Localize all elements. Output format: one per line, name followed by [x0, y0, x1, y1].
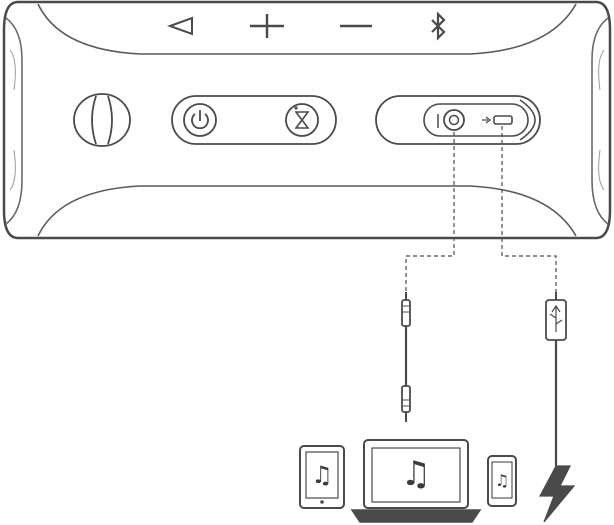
- micro-usb-port-icon[interactable]: [482, 116, 512, 124]
- laptop-music-note: ♫: [401, 454, 431, 494]
- laptop-music-icon: ♫: [352, 440, 480, 522]
- hourglass-connect-icon[interactable]: [286, 104, 318, 136]
- speaker-grip-icon: [74, 94, 130, 146]
- tablet-music-note: ♫: [311, 461, 333, 489]
- 3-5mm-aux-cable-icon: [402, 292, 410, 422]
- phone-music-icon: ♫: [488, 456, 516, 506]
- usb-cable-icon: [546, 292, 566, 466]
- port-panel: [376, 96, 540, 144]
- tablet-music-icon: ♫: [300, 446, 344, 508]
- power-lightning-icon: [540, 466, 574, 522]
- phone-music-note: ♫: [495, 471, 509, 490]
- power-icon[interactable]: [184, 104, 216, 136]
